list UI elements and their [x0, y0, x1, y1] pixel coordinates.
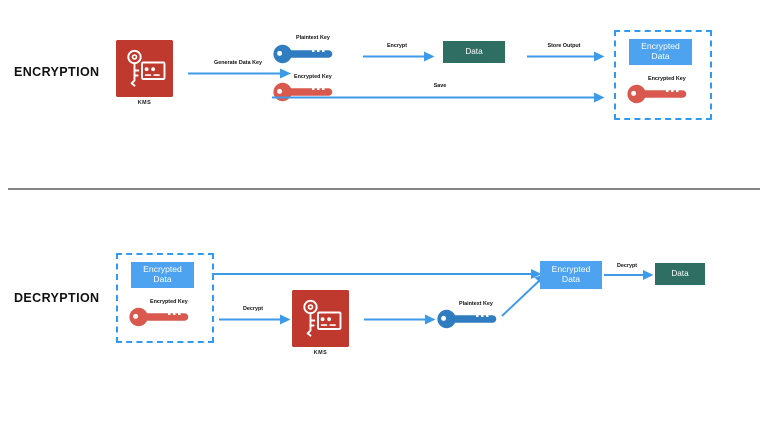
- decryption-input-encrypted-key: [129, 307, 191, 327]
- arrow-decrypt-final: [604, 264, 654, 284]
- encryption-kms-group: KMS: [116, 40, 173, 106]
- arrow-generate-data-key: [188, 60, 292, 80]
- encryption-section-title: ENCRYPTION: [14, 65, 100, 79]
- decryption-section-title: DECRYPTION: [14, 291, 100, 305]
- encryption-kms-caption: KMS: [137, 100, 152, 106]
- decryption-input-encrypted-data-box: Encrypted Data: [131, 262, 194, 288]
- arrow-encrypt: [363, 44, 435, 64]
- encrypted-data-line-2: Data: [153, 274, 172, 284]
- key-icon: [129, 307, 189, 327]
- arrow-encrypted-data-passthrough: [212, 264, 542, 284]
- decryption-plaintext-key: [437, 309, 499, 329]
- decryption-input-encrypted-key-label: Encrypted Key: [150, 299, 188, 305]
- encrypted-data-line-1: Encrypted: [641, 41, 680, 52]
- encryption-data-box: Data: [443, 41, 505, 63]
- encryption-plaintext-key: [273, 44, 335, 64]
- kms-icon: [292, 290, 349, 347]
- arrow-decrypt-to-kms-label: Decrypt: [242, 306, 264, 312]
- decryption-plaintext-key-label: Plaintext Key: [459, 301, 493, 307]
- key-icon: [437, 309, 497, 329]
- encrypted-data-line-2: Data: [561, 274, 581, 284]
- encryption-plaintext-key-label: Plaintext Key: [296, 35, 330, 41]
- arrow-save-label: Save: [433, 83, 447, 89]
- encryption-encrypted-data-box: Encrypted Data: [629, 39, 692, 65]
- decryption-data-box: Data: [655, 263, 705, 285]
- key-icon: [627, 84, 687, 104]
- arrow-generate-data-key-label: Generate Data Key: [214, 60, 262, 66]
- encryption-encrypted-key-label: Encrypted Key: [294, 74, 332, 80]
- encryption-output-group: [614, 30, 712, 120]
- key-icon: [273, 44, 333, 64]
- arrow-decrypt-to-kms: [219, 307, 291, 327]
- decryption-kms-caption: KMS: [313, 350, 328, 356]
- decryption-input-group: [116, 253, 214, 343]
- kms-icon: [116, 40, 173, 97]
- encryption-output-encrypted-key-label: Encrypted Key: [648, 76, 686, 82]
- decryption-kms-group: KMS: [292, 290, 349, 356]
- encryption-output-encrypted-key: [627, 84, 689, 104]
- arrow-encrypt-label: Encrypt: [386, 43, 408, 49]
- arrow-save: [272, 85, 605, 105]
- arrow-kms-to-plaintext-key: [364, 307, 436, 327]
- arrow-store-output-label: Store Output: [547, 43, 581, 49]
- encrypted-data-line-2: Data: [651, 51, 670, 61]
- encrypted-data-line-1: Encrypted: [551, 264, 591, 275]
- arrow-store-output: [527, 44, 605, 64]
- section-divider: [8, 188, 760, 190]
- arrow-decrypt-final-label: Decrypt: [616, 263, 638, 269]
- decryption-encrypted-data-box: Encrypted Data: [540, 261, 602, 289]
- encrypted-data-line-1: Encrypted: [143, 264, 182, 275]
